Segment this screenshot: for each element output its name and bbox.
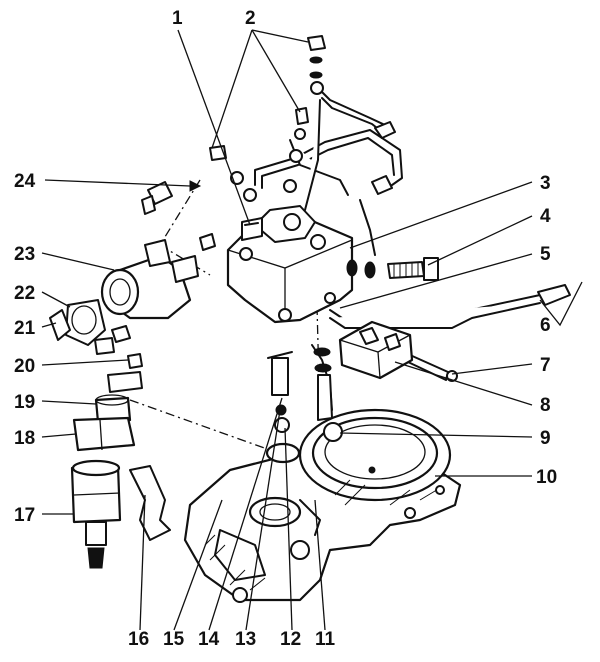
label-19: 19	[14, 392, 35, 413]
label-11: 11	[315, 629, 336, 650]
sensor-stack	[70, 394, 171, 569]
banjo-bolts	[141, 35, 326, 215]
label-1: 1	[172, 8, 183, 29]
label-9: 9	[540, 428, 551, 449]
label-23: 23	[14, 244, 35, 265]
part-labels: 1 2 3 4 5 6 7 8 9 10 11 12 13 14 15 16 1…	[14, 8, 557, 650]
actuator-block	[338, 320, 414, 380]
label-13: 13	[235, 629, 256, 650]
label-20: 20	[14, 356, 35, 377]
label-18: 18	[14, 428, 35, 449]
spring-column	[267, 347, 343, 442]
label-14: 14	[198, 629, 220, 650]
adjusting-screws	[346, 257, 458, 382]
label-21: 21	[14, 318, 36, 339]
fuel-lines	[254, 89, 571, 411]
label-10: 10	[536, 467, 557, 488]
auxiliary-air-device	[49, 233, 216, 393]
label-7: 7	[540, 355, 551, 376]
label-5: 5	[540, 244, 551, 265]
distributor-head	[226, 205, 354, 324]
label-24: 24	[14, 171, 36, 192]
label-17: 17	[14, 505, 35, 526]
label-12: 12	[280, 629, 301, 650]
label-8: 8	[540, 395, 551, 416]
label-6: 6	[540, 315, 551, 336]
leader-lines	[41, 29, 583, 631]
label-16: 16	[128, 629, 149, 650]
label-3: 3	[540, 173, 551, 194]
label-15: 15	[163, 629, 185, 650]
label-22: 22	[14, 283, 35, 304]
label-2: 2	[245, 8, 256, 29]
label-4: 4	[540, 206, 551, 227]
